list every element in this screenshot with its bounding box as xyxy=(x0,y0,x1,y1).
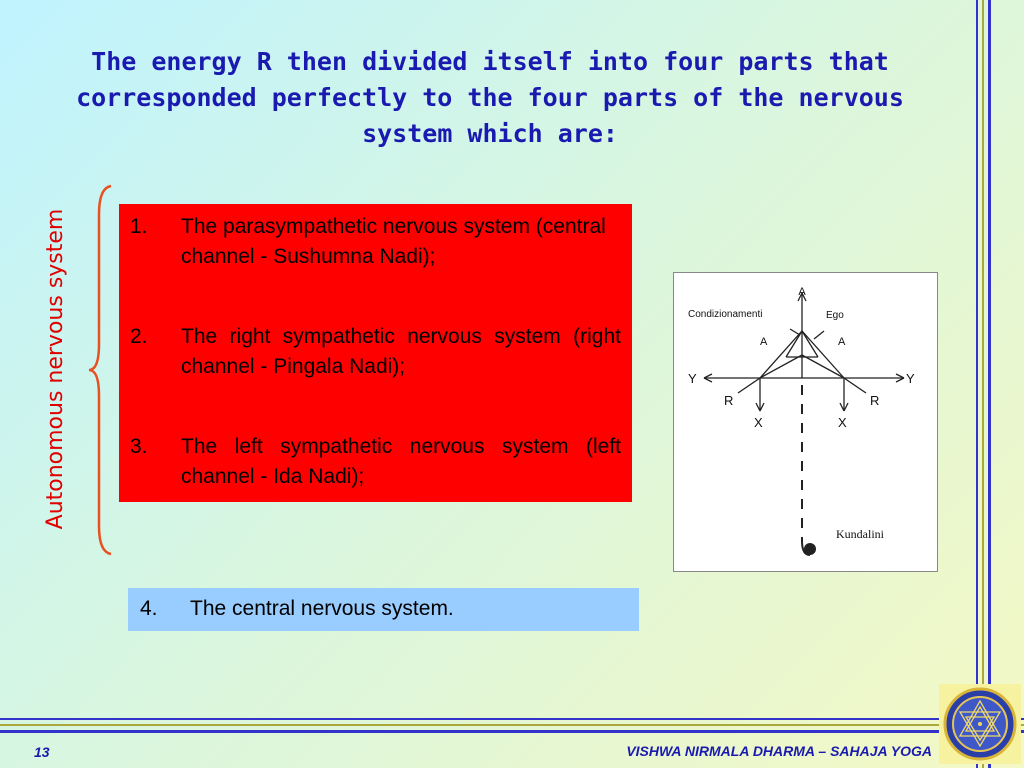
logo xyxy=(939,684,1021,764)
page-number: 13 xyxy=(34,744,50,760)
list-item-number: 2. xyxy=(130,325,148,348)
list-item-number: 3. xyxy=(130,435,148,458)
right-rule-outer xyxy=(976,0,978,768)
diagram-label-y-left: Y xyxy=(688,371,697,386)
list-item-text: The central nervous system. xyxy=(190,597,454,620)
diagram-label-a-right: A xyxy=(838,336,846,348)
diagram-label-kundalini: Kundalini xyxy=(836,527,885,541)
list-item-text: The right sympathetic nervous system (ri… xyxy=(181,325,621,378)
diagram-label-a-top: A xyxy=(798,286,806,298)
bottom-rule-bottom xyxy=(0,730,1024,733)
diagram-label-a-left: A xyxy=(760,336,768,348)
list-item-number: 4. xyxy=(140,597,158,620)
right-rule-inner xyxy=(988,0,991,768)
bottom-rule-middle xyxy=(0,724,1024,726)
channel-list: 1. The parasympathetic nervous system (c… xyxy=(119,204,632,502)
central-nervous-system-item: 4. The central nervous system. xyxy=(128,588,639,631)
slide-title: The energy R then divided itself into fo… xyxy=(76,47,904,148)
diagram-label-r-right: R xyxy=(870,393,879,408)
diagram-label-r-left: R xyxy=(724,393,733,408)
side-label-text: Autonomous nervous system xyxy=(43,208,68,530)
right-rule-middle xyxy=(982,0,984,768)
diagram-label-condizionamenti: Condizionamenti xyxy=(688,309,763,320)
diagram-label-y-right: Y xyxy=(906,371,915,386)
sri-yantra-icon xyxy=(943,687,1017,761)
diagram-label-ego: Ego xyxy=(826,310,844,321)
list-item-number: 1. xyxy=(130,215,148,238)
list-item-text: The parasympathetic nervous system (cent… xyxy=(181,215,606,268)
diagram-label-x-right: X xyxy=(838,415,847,430)
footer-text: VISHWA NIRMALA DHARMA – SAHAJA YOGA xyxy=(626,744,932,759)
bottom-rule-top xyxy=(0,718,1024,720)
diagram-label-x-left: X xyxy=(754,415,763,430)
list-item-text: The left sympathetic nervous system (lef… xyxy=(181,435,621,488)
side-label: Autonomous nervous system xyxy=(36,178,76,560)
energy-diagram-svg: A Condizionamenti Ego A A Y Y R R X X Ku… xyxy=(688,286,915,556)
curly-brace xyxy=(88,184,112,556)
energy-diagram: A Condizionamenti Ego A A Y Y R R X X Ku… xyxy=(673,272,938,572)
